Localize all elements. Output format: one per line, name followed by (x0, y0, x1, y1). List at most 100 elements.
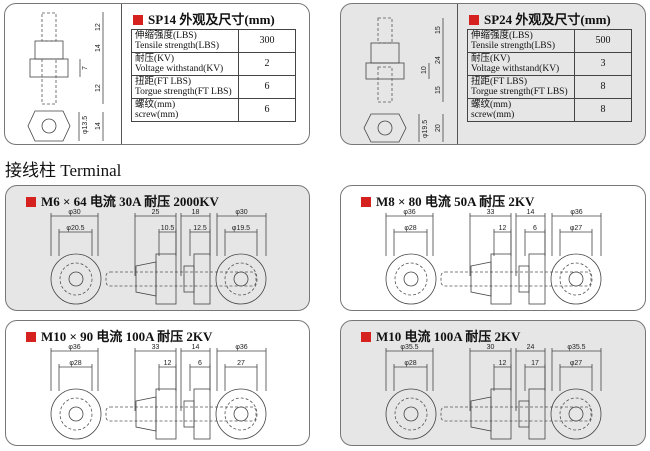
red-square-icon (361, 332, 371, 342)
front-view (385, 253, 437, 305)
dimension-label: 33 (152, 344, 160, 351)
row-value: 2 (238, 52, 296, 76)
dimension-label: φ35.5 (567, 344, 585, 351)
row-value: 300 (238, 29, 296, 53)
dimension-label: φ28 (69, 360, 81, 367)
dimension-line: φ36 (385, 209, 434, 256)
dimension-line: 6 (189, 360, 211, 391)
dimension-label: 33 (487, 209, 495, 216)
spec-title-text: SP24 外观及尺寸(mm) (484, 12, 611, 27)
front-view (50, 388, 102, 440)
spec-table: 伸缩强度(LBS)Tensile strength(LBS)500 耐压(KV)… (467, 29, 632, 122)
dimension-label: 25 (152, 209, 160, 216)
dim-bottom: 15 (435, 86, 442, 94)
dimension-label: 17 (531, 360, 539, 367)
dimension-line: 17 (524, 360, 546, 391)
dimension-label: φ27 (570, 225, 582, 232)
row-label-en: Voltage withstand(KV) (135, 64, 224, 74)
dimension-label: 6 (533, 225, 537, 232)
dimension-label: 12 (499, 225, 507, 232)
dimension-label: φ20.5 (66, 225, 84, 232)
red-square-icon (26, 332, 36, 342)
divider (457, 4, 458, 144)
dimension-line: φ28 (393, 225, 428, 256)
dim-phi: φ19.5 (422, 120, 429, 138)
dimension-line: 12.5 (189, 225, 211, 256)
dimension-line: φ27 (559, 360, 593, 391)
dimension-line: φ20.5 (58, 225, 93, 256)
dimension-label: 24 (527, 344, 535, 351)
red-square-icon (26, 197, 36, 207)
side-view (135, 261, 157, 297)
row-value: 6 (238, 75, 296, 99)
table-row: 螺纹(mm)screw(mm) 8 (467, 98, 632, 122)
dimension-line: φ30 (50, 209, 99, 256)
dimension-line: 12 (493, 360, 512, 391)
row-label-en: Tensile strength(LBS) (135, 41, 220, 51)
dim-mid: 24 (435, 56, 442, 64)
table-row: 扭距(FT LBS)Torgue strength(FT LBS)8 (467, 75, 632, 99)
dimension-line: φ36 (216, 344, 267, 391)
terminal-title: M8 × 80 电流 50A 耐压 2KV (361, 191, 534, 210)
dimension-line: φ19.5 (224, 225, 258, 256)
dimension-line: φ35.5 (551, 344, 602, 391)
row-value: 3 (574, 52, 632, 76)
spec-panel-sp14: 12 14 7 12 φ13.5 14 SP14 外观及尺寸(mm) 伸缩强度(… (4, 3, 310, 145)
dimension-label: φ27 (570, 360, 582, 367)
dim-hex: 14 (95, 122, 102, 130)
table-row: 伸缩强度(LBS)Tensile strength(LBS) 300 (131, 29, 296, 53)
dimension-label: 12 (499, 360, 507, 367)
dimension-label: 10.5 (161, 225, 175, 232)
row-label-en: Tensile strength(LBS) (471, 41, 556, 51)
terminal-title-text: M10 × 90 电流 100A 耐压 2KV (41, 329, 213, 344)
row-label-cn: 螺纹(mm) (135, 100, 176, 110)
dimension-label: φ35.5 (400, 344, 418, 351)
table-row: 扭距(FT LBS)Torgue strength(FT LBS) 6 (131, 75, 296, 99)
row-label-en: Torgue strength(FT LBS) (135, 87, 232, 97)
row-value: 8 (574, 98, 632, 122)
dimension-label: 30 (487, 344, 495, 351)
spec-panel-sp24: 15 24 10 15 φ19.5 20 SP24 外观及尺寸(mm) 伸缩强度… (340, 3, 646, 145)
dimension-label: φ28 (404, 225, 416, 232)
front-view (385, 388, 437, 440)
dimension-line: φ35.5 (385, 344, 434, 391)
row-label-cn: 耐压(KV) (471, 54, 511, 64)
dimension-label: φ30 (68, 209, 80, 216)
dimension-label: φ28 (404, 360, 416, 367)
row-label-cn: 扭距(FT LBS) (135, 77, 192, 87)
dimension-label: 12.5 (193, 225, 207, 232)
red-square-icon (133, 15, 143, 25)
row-label-cn: 螺纹(mm) (471, 100, 512, 110)
dim-top: 12 (95, 23, 102, 31)
sp14-drawing: 12 14 7 12 φ13.5 14 (27, 12, 104, 142)
dim-inner: 10 (421, 66, 428, 74)
side-view (135, 396, 157, 432)
dimension-line: φ36 (50, 344, 99, 391)
rear-view (550, 253, 602, 305)
front-view (50, 253, 102, 305)
dimension-line: 25 (134, 209, 177, 276)
dimension-line: 27 (224, 360, 258, 391)
spec-title: SP14 外观及尺寸(mm) (133, 9, 275, 28)
side-view (470, 396, 492, 432)
dim-inner: 7 (82, 66, 89, 70)
row-label-en: Voltage withstand(KV) (471, 64, 560, 74)
dimension-label: 14 (527, 209, 535, 216)
terminal-title-text: M10 电流 100A 耐压 2KV (376, 329, 521, 344)
row-value: 500 (574, 29, 632, 53)
terminal-title-text: M6 × 64 电流 30A 耐压 2000KV (41, 194, 219, 209)
row-value: 8 (574, 75, 632, 99)
row-label-cn: 伸缩强度(LBS) (135, 31, 197, 41)
terminal-title-text: M8 × 80 电流 50A 耐压 2KV (376, 194, 535, 209)
dimension-label: 18 (192, 209, 200, 216)
dimension-line: φ28 (393, 360, 428, 391)
rear-view (215, 388, 267, 440)
dimension-line: φ30 (216, 209, 267, 256)
dimension-line: 12 (493, 225, 512, 256)
row-label-en: screw(mm) (471, 110, 515, 120)
